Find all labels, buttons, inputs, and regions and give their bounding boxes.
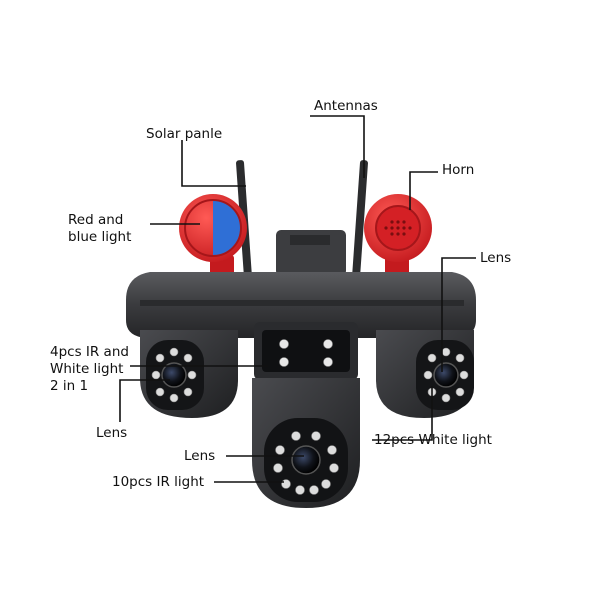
leader-white-12 (372, 386, 433, 441)
leader-lens-right (441, 257, 476, 372)
leader-lines (119, 115, 476, 483)
label-white-light-12: 12pcs White light (374, 432, 492, 448)
label-lens-left: Lens (96, 425, 128, 441)
label-ir-light-10: 10pcs IR light (112, 474, 205, 490)
leader-solar-panel (181, 140, 246, 187)
camera-bottom (252, 378, 360, 508)
center-light-panel (254, 322, 358, 380)
camera-left (140, 330, 238, 418)
label-red-blue-light: Red and blue light (68, 212, 132, 245)
lens-bottom (291, 445, 321, 475)
leader-lens-left (119, 379, 170, 422)
lens-right (433, 362, 459, 388)
label-lens-right: Lens (480, 250, 512, 266)
siren-right (364, 194, 432, 277)
label-horn: Horn (442, 162, 475, 178)
leader-antennas (310, 115, 365, 178)
siren-left (179, 194, 247, 277)
label-lens-bottom: Lens (184, 448, 216, 464)
label-ir-white-light: 4pcs IR and White light 2 in 1 (50, 344, 129, 394)
label-antennas: Antennas (314, 98, 378, 114)
leader-horn (409, 171, 438, 210)
lens-left (161, 362, 187, 388)
camera-right (376, 330, 474, 418)
antenna-right (352, 160, 368, 278)
label-solar-panel: Solar panle (146, 126, 223, 142)
